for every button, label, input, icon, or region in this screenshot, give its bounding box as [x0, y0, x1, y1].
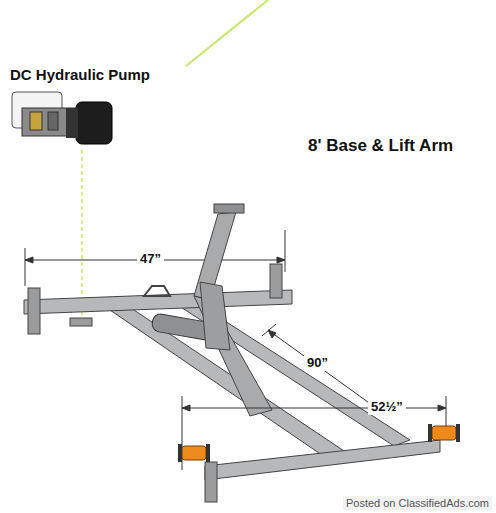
roller [178, 424, 460, 462]
dimension-label: 52½” [368, 398, 406, 415]
leader-line [186, 0, 268, 66]
part-label: DC Hydraulic Pump [10, 66, 150, 83]
lift-arm [194, 204, 272, 416]
dimension-line [262, 324, 372, 405]
base-frame [24, 264, 440, 502]
dimension-line [25, 230, 285, 286]
dimension-label: 47” [137, 250, 164, 267]
dimension-line [182, 396, 446, 470]
title-label: 8' Base & Lift Arm [308, 136, 453, 156]
leader-line [81, 150, 83, 318]
hydraulic-pump [12, 92, 112, 144]
dimension-label: 90” [304, 354, 331, 371]
watermark: Posted on ClassifiedAds.com [343, 496, 492, 510]
